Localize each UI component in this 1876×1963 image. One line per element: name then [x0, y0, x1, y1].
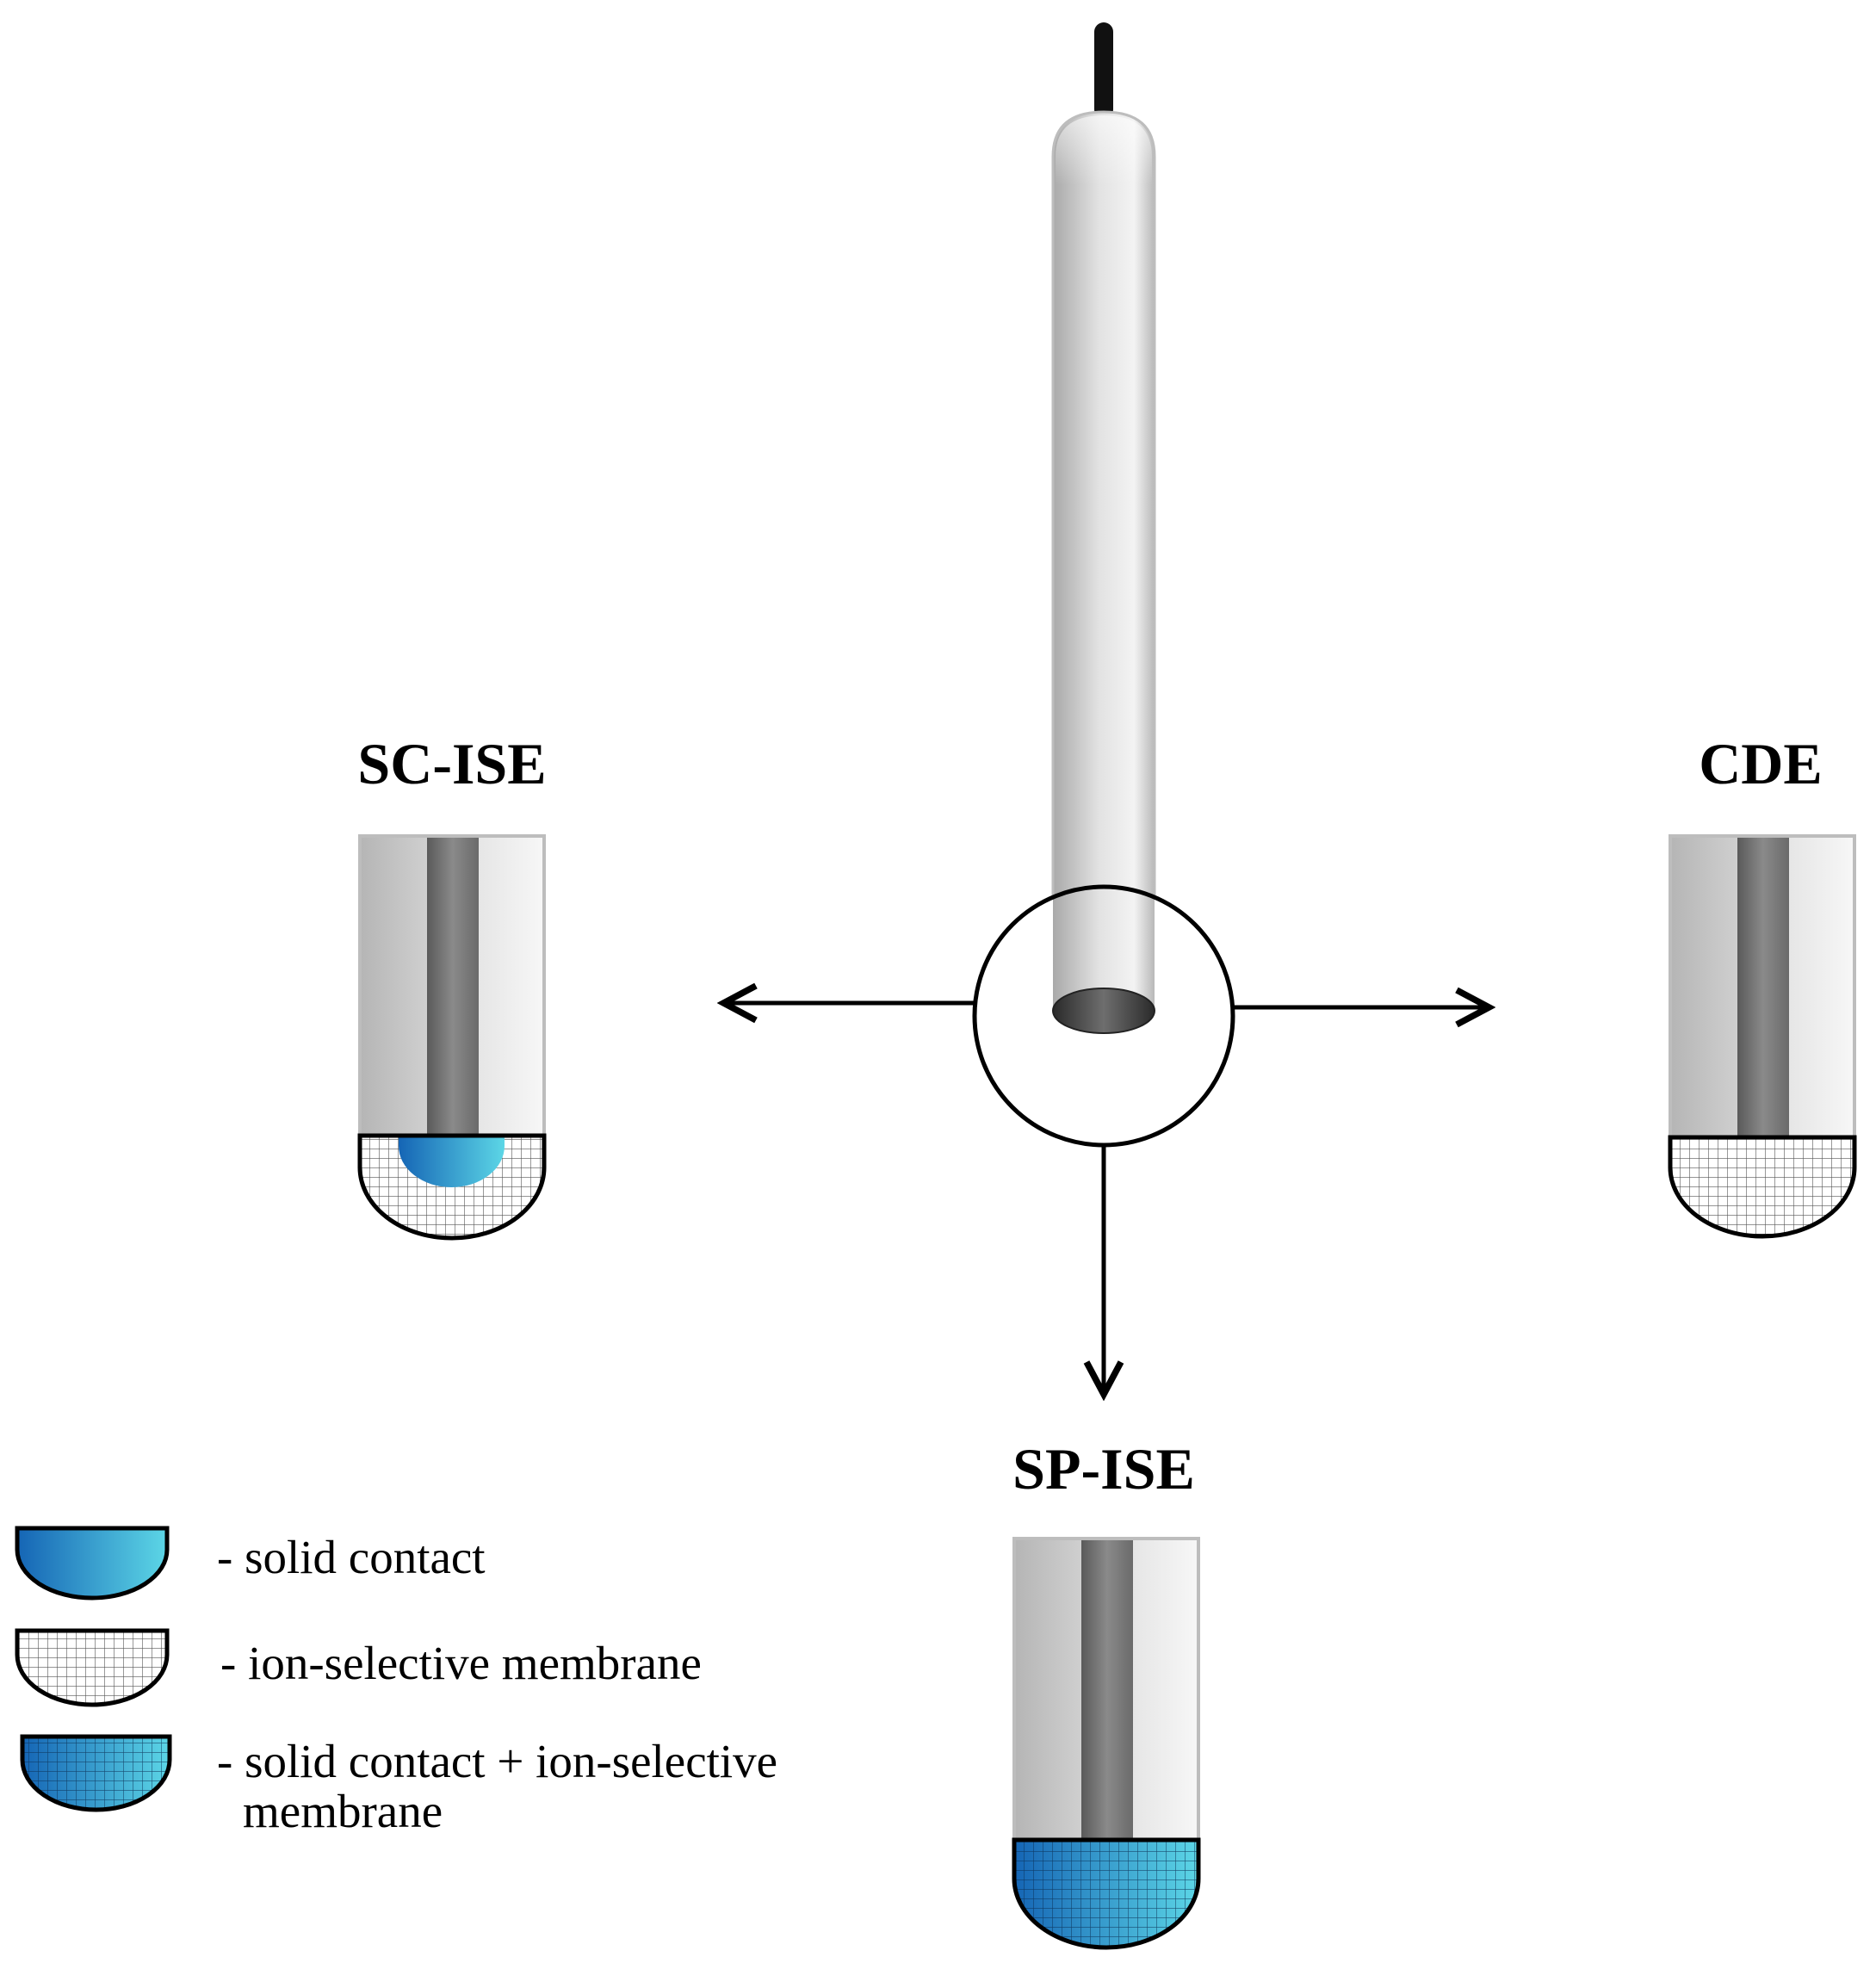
legend-combined: - solid contact + ion-selective membrane	[20, 1734, 777, 1837]
sc-ise-solid-contact	[399, 1136, 505, 1187]
legend: - solid contact - ion-selective membrane…	[15, 1526, 777, 1837]
electrode-wire	[1094, 22, 1113, 119]
legend-combined-text-line1: - solid contact + ion-selective	[217, 1735, 777, 1787]
sc-ise-label: SC-ISE	[357, 731, 546, 796]
legend-membrane-swatch	[15, 1628, 170, 1707]
cde-label: CDE	[1699, 731, 1823, 796]
legend-membrane: - ion-selective membrane	[15, 1628, 702, 1707]
legend-combined-text-line2: membrane	[243, 1785, 443, 1837]
legend-membrane-text: - ion-selective membrane	[220, 1637, 702, 1689]
electrode-tip-hole	[1052, 988, 1155, 1034]
main-electrode	[1051, 22, 1156, 1009]
electrode-tube	[1051, 110, 1156, 1009]
sc-ise-electrode	[357, 834, 547, 1241]
legend-solid-contact: - solid contact	[15, 1526, 486, 1601]
legend-solid-contact-swatch	[15, 1526, 170, 1601]
magnifier-circle	[972, 884, 1235, 1148]
cde-electrode	[1668, 834, 1857, 1239]
legend-solid-contact-text: - solid contact	[217, 1531, 486, 1583]
sp-ise-electrode	[1012, 1537, 1201, 1950]
sp-ise-label: SP-ISE	[1012, 1436, 1195, 1502]
legend-combined-swatch	[20, 1734, 172, 1812]
